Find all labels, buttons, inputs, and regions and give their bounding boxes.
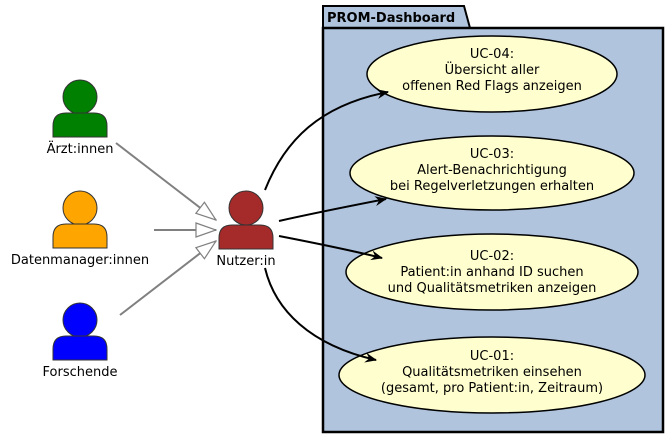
uc01-line2: (gesamt, pro Patient:in, Zeitraum) (381, 381, 603, 396)
actor-aerzte[interactable]: Ärzt:innen (47, 79, 114, 157)
use-case-uc04[interactable]: UC-04: Übersicht aller offenen Red Flags… (366, 35, 618, 113)
uc03-line2: bei Regelverletzungen erhalten (390, 179, 594, 194)
association-uc04 (264, 89, 389, 191)
forsch-body-icon (52, 335, 108, 361)
forsch-head-icon (62, 302, 98, 338)
generalization-aerzte (115, 142, 216, 220)
uc03-line1: Alert-Benachrichtigung (417, 163, 567, 178)
actor-daten-label: Datenmanager:innen (11, 253, 149, 268)
uc02-line2: und Qualitätsmetriken anzeigen (388, 281, 597, 296)
uc01-id: UC-01: (470, 349, 514, 364)
association-uc03 (278, 196, 387, 222)
actor-forsch[interactable]: Forschende (43, 302, 118, 380)
uc03-id: UC-03: (470, 147, 514, 162)
association-uc02 (278, 235, 383, 261)
uc04-line2: offenen Red Flags anzeigen (402, 79, 582, 94)
uc04-id: UC-04: (470, 47, 514, 62)
actor-daten[interactable]: Datenmanager:innen (11, 190, 149, 268)
daten-head-icon (62, 190, 98, 226)
uc02-id: UC-02: (470, 249, 514, 264)
uc01-line1: Qualitätsmetriken einsehen (402, 365, 582, 380)
actor-forsch-label: Forschende (43, 365, 118, 380)
actor-nutzer[interactable]: Nutzer:in (216, 190, 276, 269)
actor-nutzer-label: Nutzer:in (216, 254, 275, 269)
uc04-line1: Übersicht aller (445, 61, 540, 78)
use-case-uc02[interactable]: UC-02: Patient:in anhand ID suchen und Q… (345, 233, 639, 311)
association-uc01 (264, 267, 377, 363)
use-case-uc03[interactable]: UC-03: Alert-Benachrichtigung bei Regelv… (349, 135, 635, 211)
generalization-forsch (119, 241, 216, 316)
actor-aerzte-label: Ärzt:innen (47, 141, 114, 157)
use-case-uc01[interactable]: UC-01: Qualitätsmetriken einsehen (gesam… (338, 336, 646, 414)
aerzte-head-icon (62, 79, 98, 115)
uc02-line1: Patient:in anhand ID suchen (400, 265, 583, 280)
daten-body-icon (52, 223, 108, 249)
nutzer-head-icon (228, 190, 264, 226)
package-title: PROM-Dashboard (327, 11, 455, 26)
aerzte-body-icon (52, 112, 108, 138)
nutzer-body-icon (218, 224, 274, 250)
